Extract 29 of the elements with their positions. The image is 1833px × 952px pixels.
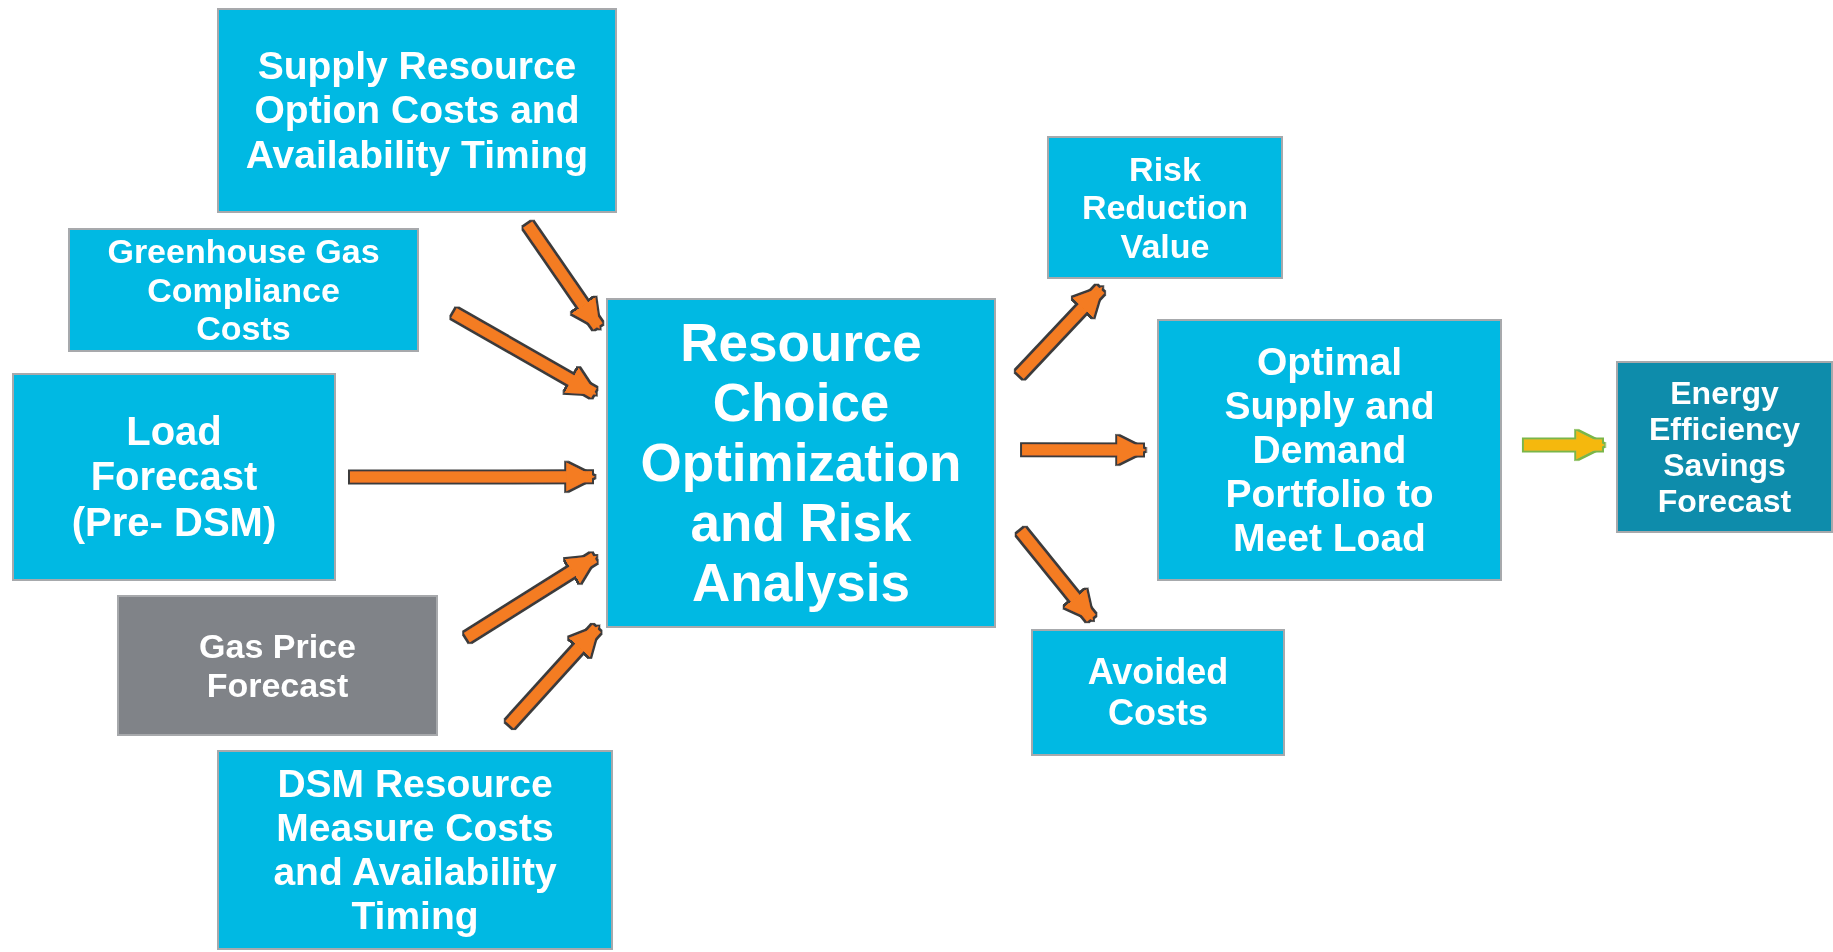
node-label: Greenhouse Gas Compliance Costs [106, 232, 381, 348]
block-arrow [1016, 527, 1096, 622]
node-label: Optimal Supply and Demand Portfolio to Meet Load [1223, 339, 1436, 561]
node-label: DSM Resource Measure Costs and Availability Timing [272, 761, 558, 939]
node-label: Energy Efficiency Savings Forecast [1647, 374, 1802, 520]
block-arrow [1015, 285, 1105, 379]
input-box [217, 750, 613, 950]
node-label: Supply Resource Option Costs and Availability Timing [244, 44, 590, 177]
block-arrow [1523, 430, 1605, 460]
block-arrow [350, 462, 595, 492]
block-arrow [451, 308, 597, 398]
input-box [217, 8, 617, 213]
output-box [1047, 136, 1283, 279]
node-label: Load Forecast (Pre- DSM) [70, 409, 278, 545]
node-label: Resource Choice Optimization and Risk Analysis [639, 313, 963, 613]
process-box [606, 298, 996, 628]
output-box [1157, 319, 1502, 581]
node-label: Avoided Costs [1086, 651, 1230, 734]
block-arrow [505, 624, 601, 729]
input-box [68, 228, 419, 352]
block-arrow [463, 552, 598, 643]
node-label: Risk Reduction Value [1080, 149, 1250, 266]
block-arrow [523, 221, 603, 330]
input-box [12, 373, 336, 581]
output-box [1616, 361, 1833, 533]
node-label: Gas Price Forecast [198, 627, 357, 704]
block-arrow [1022, 435, 1146, 465]
input-box [117, 595, 438, 736]
output-box [1031, 629, 1285, 756]
